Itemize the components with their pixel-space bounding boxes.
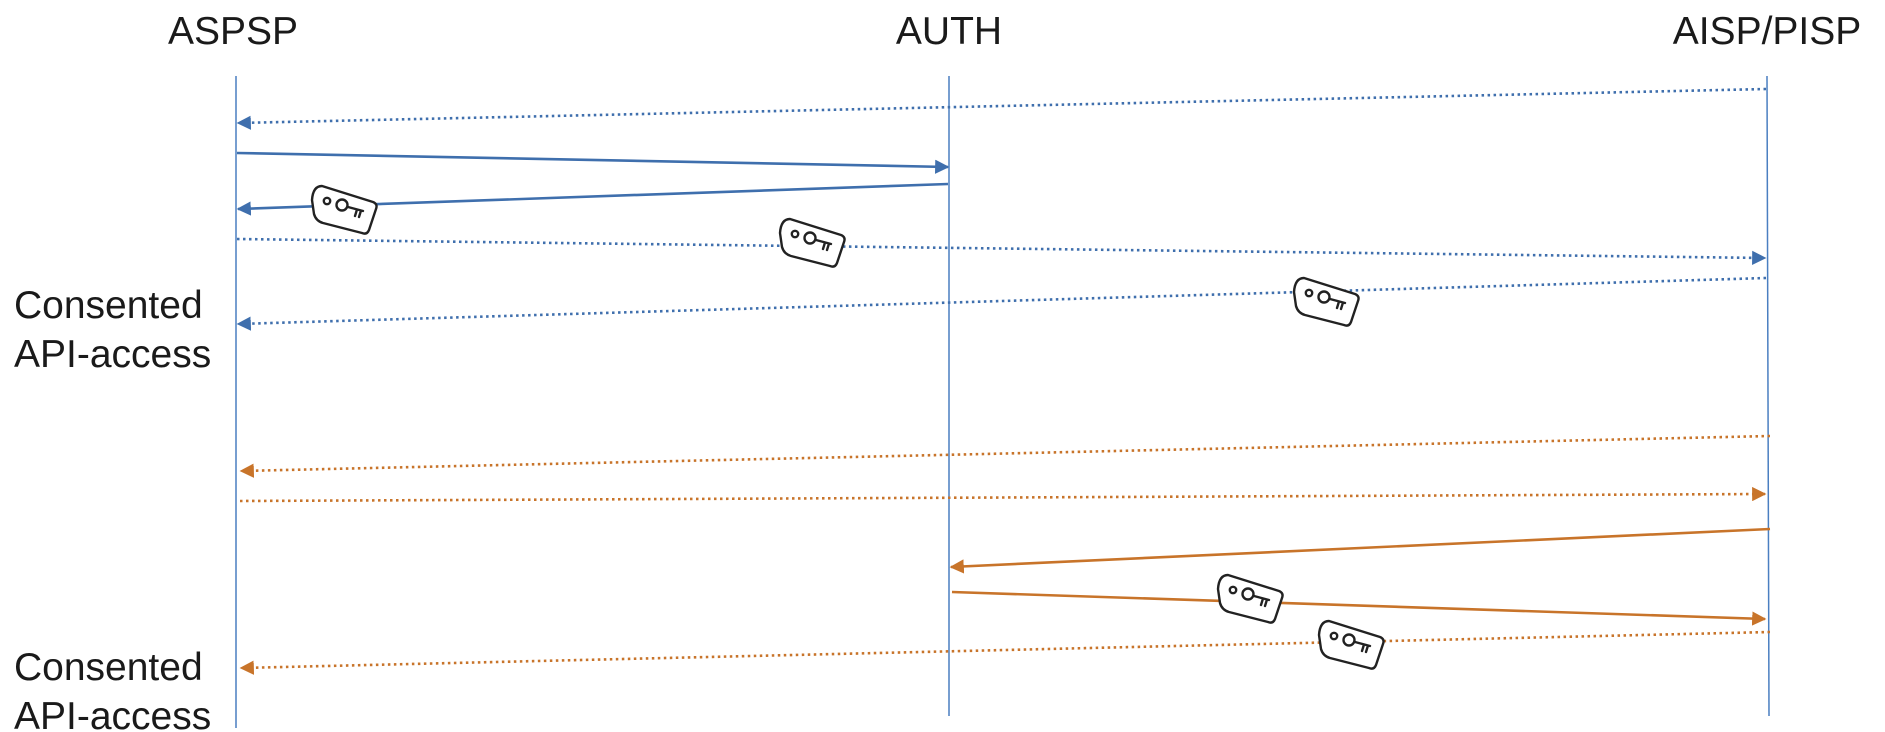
key-tag-icon xyxy=(778,217,846,268)
message-arrow xyxy=(239,486,1767,503)
participant-aisp-pisp: AISP/PISP xyxy=(1673,10,1862,53)
message-arrow xyxy=(949,527,1771,574)
message-arrow xyxy=(236,237,1767,265)
message-arrow xyxy=(236,87,1767,130)
annotation-line: API-access xyxy=(14,333,211,376)
message-arrow xyxy=(236,276,1767,331)
key-tag-icon xyxy=(310,184,378,235)
participant-auth: AUTH xyxy=(896,10,1002,53)
annotation-line: Consented xyxy=(14,284,203,327)
key-tag-icon xyxy=(1292,276,1360,327)
lifeline-aisp-pisp xyxy=(1766,75,1770,717)
message-arrow xyxy=(239,434,1771,478)
message-arrow xyxy=(239,630,1771,675)
message-arrow xyxy=(236,151,950,174)
key-tag-icon xyxy=(1317,619,1385,670)
annotation-line: API-access xyxy=(14,695,211,732)
annotation-line: Consented xyxy=(14,646,203,689)
participant-aspsp: ASPSP xyxy=(168,10,298,53)
key-tag-icon xyxy=(1216,573,1284,624)
message-arrow xyxy=(951,590,1767,626)
